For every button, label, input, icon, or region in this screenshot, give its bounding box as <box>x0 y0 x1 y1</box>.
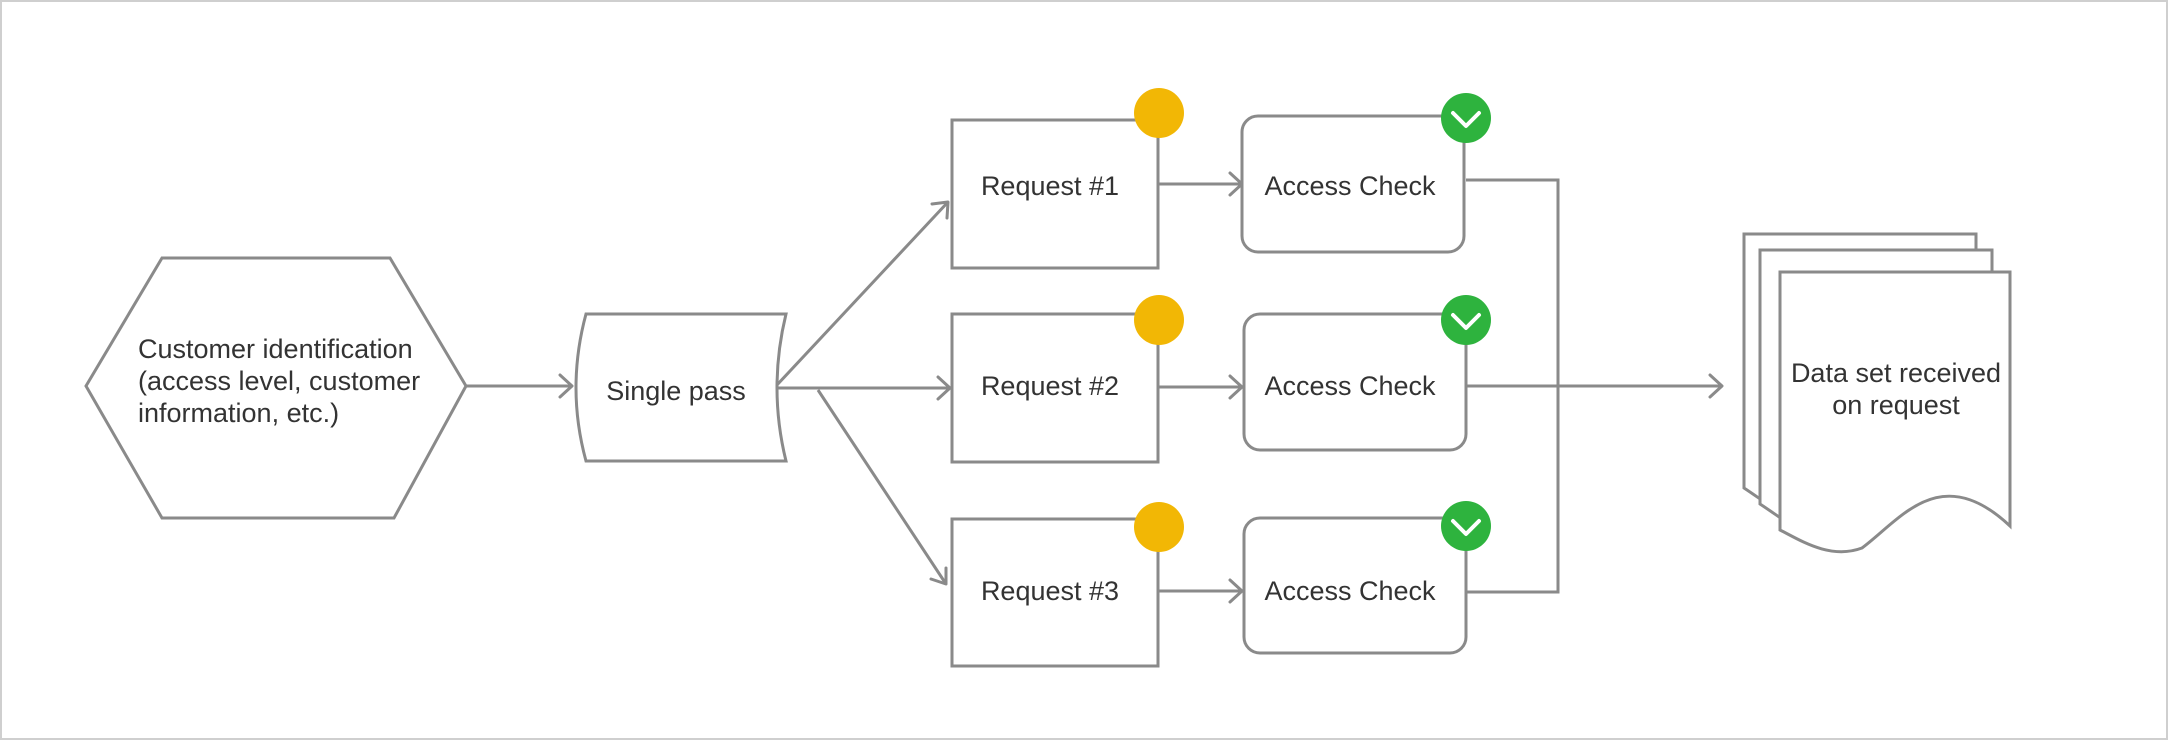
edge-single-pass-to-request-2 <box>776 375 952 401</box>
edge-request-1-to-access-check-1 <box>1158 171 1244 197</box>
dataset-label-line-1: Data set received <box>1791 358 2001 388</box>
request-label: Request #3 <box>981 576 1119 606</box>
single-pass-label: Single pass <box>606 376 746 406</box>
request-node-3: Request #3 <box>950 502 1184 668</box>
edge-customer-to-single-pass <box>466 373 574 399</box>
access-check-node-3: Access Check <box>1242 501 1491 655</box>
access-check-label: Access Check <box>1264 576 1436 606</box>
check-icon <box>1441 295 1491 345</box>
access-check-label: Access Check <box>1264 371 1436 401</box>
pending-dot <box>1134 502 1184 552</box>
customer-label-line-1: Customer identification <box>138 334 413 364</box>
edge-single-pass-to-request-3 <box>816 389 948 586</box>
pending-dot <box>1134 88 1184 138</box>
request-label: Request #2 <box>981 371 1119 401</box>
edge-access-checks-to-dataset <box>1466 178 1724 594</box>
customer-label-line-2: (access level, customer <box>138 366 420 396</box>
request-node-2: Request #2 <box>950 295 1184 464</box>
dataset-multidocument-node: Data set received on request <box>1742 232 2012 554</box>
access-check-node-2: Access Check <box>1242 295 1491 452</box>
edge-request-2-to-access-check-2 <box>1158 374 1244 400</box>
request-node-1: Request #1 <box>950 88 1184 270</box>
customer-label-line-3: information, etc.) <box>138 398 339 428</box>
edge-single-pass-to-request-1 <box>774 200 950 388</box>
pending-dot <box>1134 295 1184 345</box>
single-pass-node: Single pass <box>574 312 788 463</box>
request-label: Request #1 <box>981 171 1119 201</box>
check-icon <box>1441 93 1491 143</box>
check-icon <box>1441 501 1491 551</box>
edge-request-3-to-access-check-3 <box>1158 578 1244 604</box>
dataset-label-line-2: on request <box>1832 390 1960 420</box>
customer-identification-node: Customer identification (access level, c… <box>84 256 468 520</box>
access-check-node-1: Access Check <box>1240 93 1491 254</box>
access-check-label: Access Check <box>1264 171 1436 201</box>
